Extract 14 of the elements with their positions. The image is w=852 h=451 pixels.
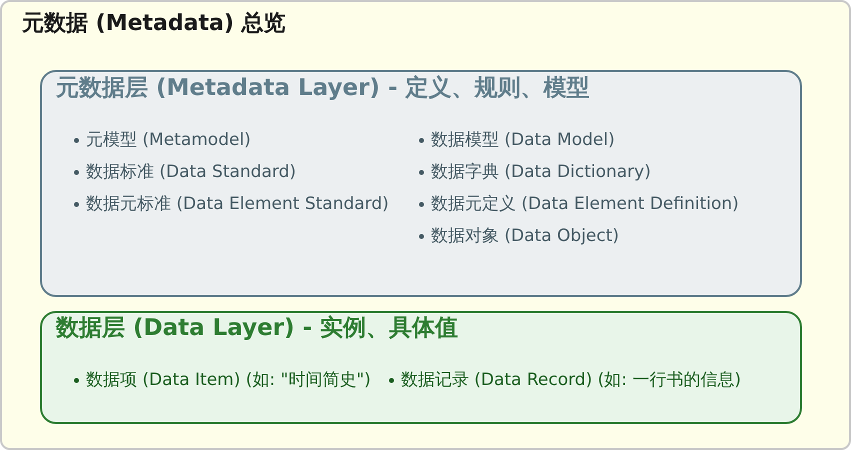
layer-heading: 元数据层 (Metadata Layer) - 定义、规则、模型	[56, 74, 590, 103]
list-item: 元模型 (Metamodel)	[86, 129, 251, 152]
layer-heading: 数据层 (Data Layer) - 实例、具体值	[56, 314, 458, 343]
list-item: 数据元定义 (Data Element Definition)	[431, 193, 739, 216]
list-item: 数据元标准 (Data Element Standard)	[86, 193, 389, 216]
list-item: 数据记录 (Data Record) (如: 一行书的信息)	[400, 369, 742, 392]
list-item: 数据模型 (Data Model)	[431, 129, 615, 152]
panel-title: 元数据 (Metadata) 总览	[22, 10, 286, 38]
list-item: 数据字典 (Data Dictionary)	[431, 161, 651, 184]
list-item: 数据项 (Data Item) (如: "时间简史")	[86, 369, 371, 392]
list-item: 数据对象 (Data Object)	[431, 225, 620, 248]
list-item: 数据标准 (Data Standard)	[86, 161, 296, 184]
layer-panel	[40, 70, 802, 297]
layer-panel	[40, 311, 802, 424]
